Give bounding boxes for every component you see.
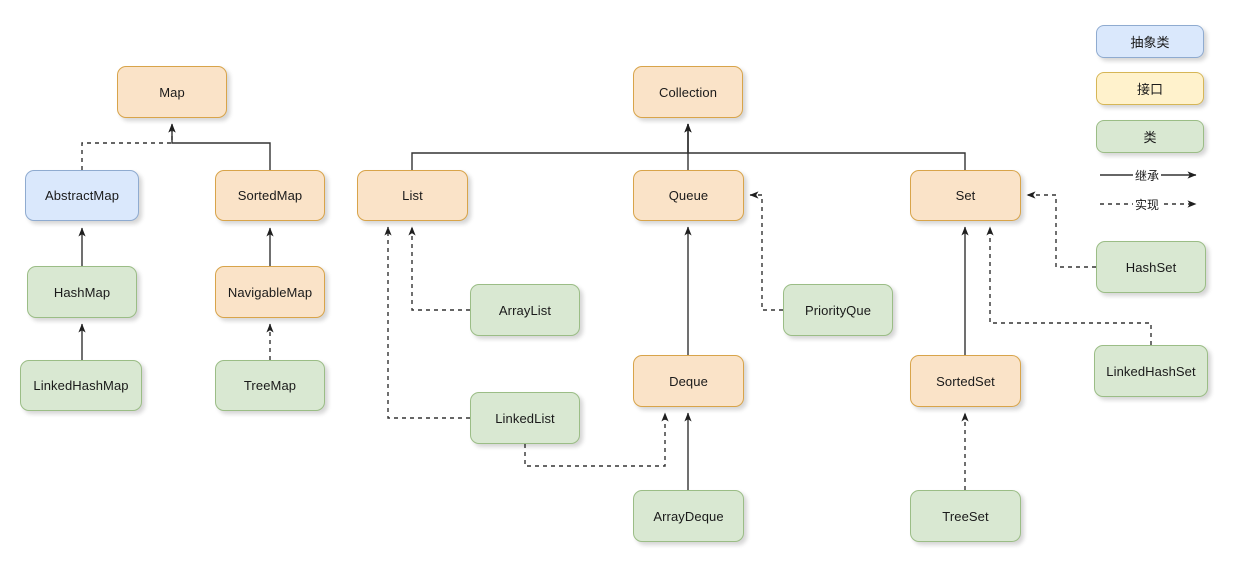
node-label: TreeMap (243, 378, 297, 393)
node-sortedset[interactable]: SortedSet (910, 355, 1021, 407)
edge-hashset-to-set (1026, 191, 1096, 268)
node-label: ArrayDeque (653, 508, 724, 524)
node-label: Collection (658, 84, 718, 100)
node-collection[interactable]: Collection (633, 66, 743, 118)
legend-implementation-label: 实现 (1133, 196, 1162, 213)
node-treeset[interactable]: TreeSet (910, 490, 1021, 542)
node-treemap[interactable]: TreeMap (215, 360, 325, 411)
node-label: List (402, 188, 423, 203)
node-label: Queue (668, 188, 709, 203)
legend-abstract: 抽象类 (1096, 25, 1204, 58)
node-label: HashMap (53, 284, 111, 300)
node-label: AbstractMap (44, 188, 120, 203)
legend-interface: 接口 (1096, 72, 1204, 105)
edge-sortedmap-to-map (168, 123, 271, 170)
node-label: LinkedList (495, 410, 555, 426)
node-deque[interactable]: Deque (633, 355, 744, 407)
node-label: Deque (669, 373, 708, 389)
node-label: ArrayList (498, 302, 552, 318)
node-linkedhashset[interactable]: LinkedHashSet (1094, 345, 1208, 397)
edge-arraylist-to-list (408, 226, 470, 311)
node-priorityque[interactable]: PriorityQue (783, 284, 893, 336)
node-abstractmap[interactable]: AbstractMap (25, 170, 139, 221)
edge-list-to-collection (411, 123, 692, 170)
node-hashset[interactable]: HashSet (1096, 241, 1206, 293)
node-set[interactable]: Set (910, 170, 1021, 221)
legend-inheritance-label: 继承 (1133, 167, 1162, 184)
node-arraylist[interactable]: ArrayList (470, 284, 580, 336)
node-arraydeque[interactable]: ArrayDeque (633, 490, 744, 542)
node-label: SortedMap (237, 188, 303, 203)
node-label: NavigableMap (227, 284, 313, 300)
node-navigablemap[interactable]: NavigableMap (215, 266, 325, 318)
node-hashmap[interactable]: HashMap (27, 266, 137, 318)
node-queue[interactable]: Queue (633, 170, 744, 221)
edge-linkedlist-to-list (384, 226, 470, 419)
edge-set-to-collection (684, 123, 966, 170)
node-list[interactable]: List (357, 170, 468, 221)
edge-abstractmap-to-map (81, 123, 176, 170)
node-sortedmap[interactable]: SortedMap (215, 170, 325, 221)
node-label: HashSet (1125, 259, 1177, 275)
edge-priorityque-to-queue (749, 191, 783, 311)
node-label: TreeSet (942, 508, 989, 524)
legend-class: 类 (1096, 120, 1204, 153)
node-label: Map (159, 84, 185, 100)
node-label: LinkedHashMap (33, 378, 129, 393)
legend-label: 类 (1143, 130, 1157, 145)
node-label: LinkedHashSet (1106, 363, 1196, 379)
node-label: PriorityQue (804, 302, 872, 318)
legend-label: 抽象类 (1130, 35, 1170, 50)
node-label: Set (955, 188, 976, 203)
node-linkedlist[interactable]: LinkedList (470, 392, 580, 444)
node-label: SortedSet (936, 373, 995, 389)
node-map[interactable]: Map (117, 66, 227, 118)
legend-label: 接口 (1136, 82, 1163, 97)
node-linkedhashmap[interactable]: LinkedHashMap (20, 360, 142, 411)
